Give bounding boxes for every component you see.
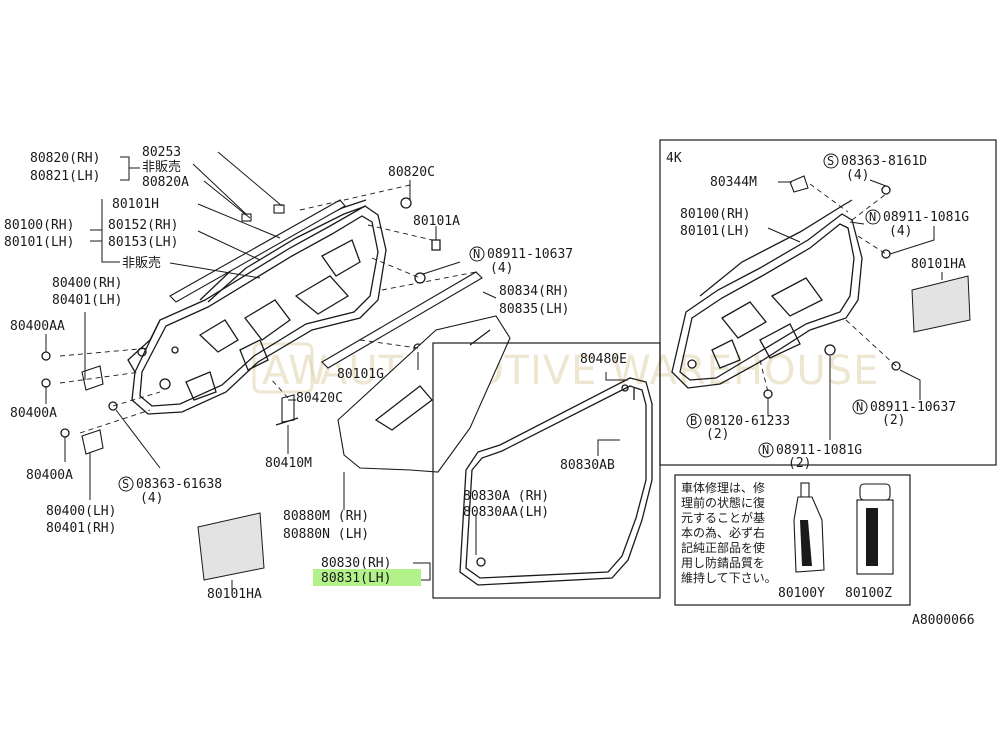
notice-line-7: 維持して下さい。	[681, 570, 777, 585]
label-80100Y: 80100Y	[778, 586, 825, 601]
label-80101: 80101(LH)	[4, 235, 74, 250]
label-08363-61638: 08363-61638	[136, 477, 222, 492]
label-80101G: 80101G	[337, 367, 384, 382]
label-hanbai-2: 非販売	[122, 255, 161, 271]
symbol-N-1: N	[473, 247, 480, 261]
label-80101HA: 80101HA	[207, 587, 262, 602]
weatherstrip-group-box	[432, 342, 661, 599]
label-hanbai-1: 非販売	[142, 159, 181, 175]
inset-label-08911a-qty: (4)	[889, 224, 912, 239]
highlight-80831	[313, 569, 421, 586]
label-08911-10637: 08911-10637	[487, 247, 573, 262]
notice-text: 車体修理は、修 理前の状態に復 元することが基 本の為、必ず右 記純正部品を使 …	[681, 480, 777, 585]
label-80400-rh: 80400(RH)	[52, 276, 122, 291]
notice-line-3: 元することが基	[681, 510, 765, 525]
label-80820A: 80820A	[142, 175, 189, 190]
diagram-id: A8000066	[912, 613, 975, 628]
label-80830A: 80830A (RH)	[463, 489, 549, 504]
notice-line-5: 記純正部品を使	[681, 540, 765, 555]
inset-label-08363: 08363-8161D	[841, 154, 927, 169]
label-80880M: 80880M (RH)	[283, 509, 369, 524]
label-08911-qty: (4)	[490, 261, 513, 276]
label-80830AA: 80830AA(LH)	[463, 505, 549, 520]
inset-4k-drawing	[671, 175, 971, 399]
inset-4k-box	[659, 139, 997, 466]
notice-line-1: 車体修理は、修	[681, 480, 765, 495]
label-80820: 80820(RH)	[30, 151, 100, 166]
label-80880N: 80880N (LH)	[283, 527, 369, 542]
label-80100Z: 80100Z	[845, 586, 892, 601]
main-labels: 80820(RH) 80821(LH) 80253 非販売 80820A 801…	[4, 145, 627, 602]
notice-box	[674, 474, 911, 606]
label-80821: 80821(LH)	[30, 169, 100, 184]
label-80253: 80253	[142, 145, 181, 160]
symbol-N-3: N	[856, 400, 863, 414]
inset-label-08911b-qty: (2)	[882, 413, 905, 428]
label-80830AB: 80830AB	[560, 458, 615, 473]
symbol-S-1: S	[122, 477, 129, 491]
inset-label-08911b: 08911-10637	[870, 400, 956, 415]
label-80400-lh: 80400(LH)	[46, 504, 116, 519]
symbol-B: B	[690, 414, 697, 428]
label-80420C: 80420C	[296, 391, 343, 406]
label-80400A-1: 80400A	[10, 406, 57, 421]
label-80152: 80152(RH)	[108, 218, 178, 233]
label-80401-rh: 80401(RH)	[46, 521, 116, 536]
sealant-tube-drawing	[793, 482, 825, 573]
spray-can-drawing	[856, 483, 894, 575]
label-80835: 80835(LH)	[499, 302, 569, 317]
symbol-N-4: N	[762, 443, 769, 457]
label-80410M: 80410M	[265, 456, 312, 471]
inset-label-08911c: 08911-1081G	[776, 443, 862, 458]
label-80820C: 80820C	[388, 165, 435, 180]
symbol-S-2: S	[827, 154, 834, 168]
notice-line-4: 本の為、必ず右	[681, 525, 765, 540]
inset-label-08363-qty: (4)	[846, 168, 869, 183]
notice-line-6: 用し防錆品質を	[681, 555, 765, 570]
label-80101H: 80101H	[112, 197, 159, 212]
leader-lines	[45, 151, 628, 592]
label-80830-rh: 80830(RH)	[321, 556, 391, 571]
label-80400A-2: 80400A	[26, 468, 73, 483]
inset-label-80101HA: 80101HA	[911, 257, 966, 272]
label-80401-lh: 80401(LH)	[52, 293, 122, 308]
label-80101A: 80101A	[413, 214, 460, 229]
inset-label-80344M: 80344M	[710, 175, 757, 190]
inset-label-08120: 08120-61233	[704, 414, 790, 429]
notice-line-2: 理前の状態に復	[681, 495, 765, 510]
label-80831-lh[interactable]: 80831(LH)	[321, 571, 391, 586]
label-80400AA: 80400AA	[10, 319, 65, 334]
inset-label-08911c-qty: (2)	[788, 456, 811, 471]
label-80834: 80834(RH)	[499, 284, 569, 299]
inset-title-4k: 4K	[666, 151, 682, 166]
inset-label-80100: 80100(RH)	[680, 207, 750, 222]
inset-label-08120-qty: (2)	[706, 427, 729, 442]
label-80153: 80153(LH)	[108, 235, 178, 250]
label-08363-qty: (4)	[140, 491, 163, 506]
inset-label-08911a: 08911-1081G	[883, 210, 969, 225]
watermark-logo: AW	[262, 348, 329, 394]
inset-4k-leaders	[767, 179, 943, 440]
inset-label-80101: 80101(LH)	[680, 224, 750, 239]
label-80100: 80100(RH)	[4, 218, 74, 233]
inset-4k-labels: 4K 80344M S 08363-8161D (4) 80100(RH) 80…	[666, 151, 969, 471]
symbol-N-2: N	[869, 210, 876, 224]
door-shell-drawing	[41, 184, 653, 586]
label-80480E: 80480E	[580, 352, 627, 367]
